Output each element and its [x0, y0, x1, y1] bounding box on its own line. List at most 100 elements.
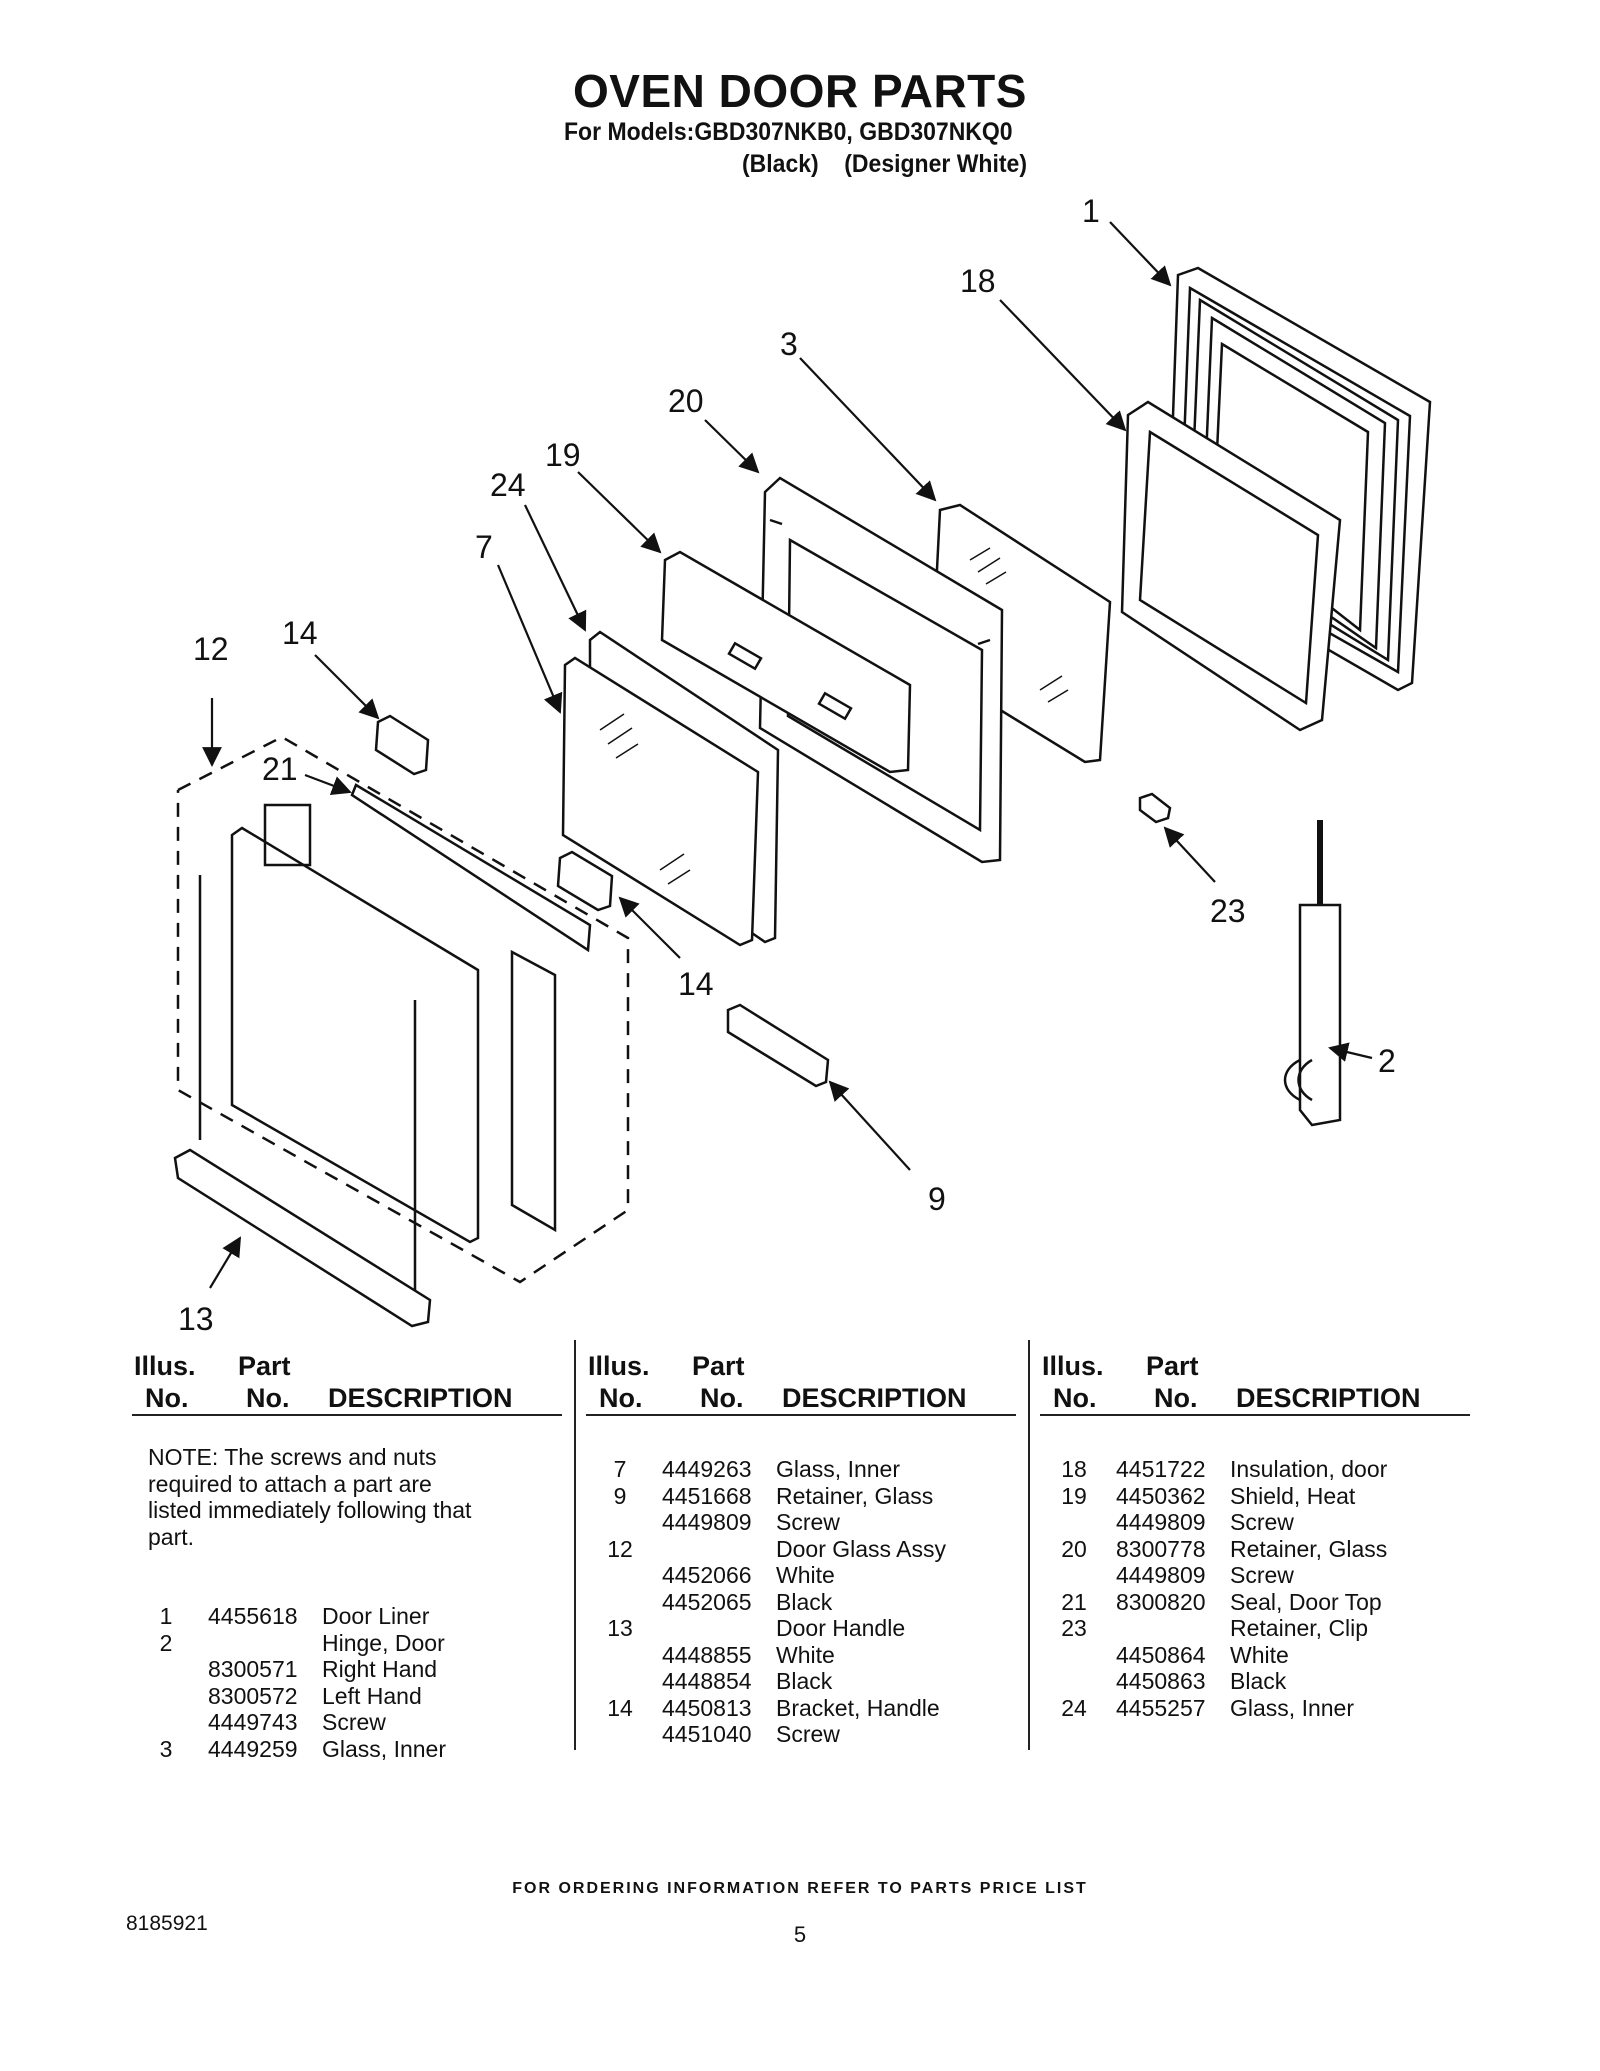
parts-row: 4449809 Screw	[1054, 1509, 1474, 1536]
part-description: Hinge, Door	[322, 1629, 445, 1656]
description-header: DESCRIPTION	[1236, 1383, 1421, 1413]
illus-number: 14	[607, 1694, 633, 1721]
part-number: 4451040	[662, 1721, 752, 1747]
part-header-line2: No.	[246, 1383, 290, 1413]
header-rule	[586, 1414, 1016, 1416]
illus-header-line1: Illus.	[588, 1351, 650, 1381]
models-line: For Models:GBD307NKB0, GBD307NKQ0	[564, 118, 1013, 146]
part-number: 4449743	[208, 1709, 298, 1735]
callout-18: 18	[960, 263, 996, 299]
parts-row: 4449809 Screw	[1054, 1562, 1474, 1589]
part-header-line1: Part	[1146, 1351, 1199, 1381]
retainer-clip-part	[1138, 792, 1172, 824]
illus-header-line1: Illus.	[1042, 1351, 1104, 1381]
glass-retainer-9-part	[726, 1003, 830, 1088]
part-description: Door Glass Assy	[776, 1535, 946, 1562]
part-description: Screw	[1230, 1562, 1294, 1588]
part-description: White	[776, 1562, 835, 1588]
illus-number: 20	[1061, 1535, 1087, 1562]
part-description: Glass, Inner	[1230, 1694, 1354, 1721]
illus-number: 23	[1061, 1615, 1087, 1641]
part-number: 8300571	[208, 1656, 298, 1682]
part-number: 4449263	[662, 1456, 752, 1482]
part-description: Screw	[776, 1509, 840, 1535]
part-description: Retainer, Glass	[776, 1482, 934, 1509]
callout-24: 24	[490, 467, 526, 503]
glass-inner-7-part	[561, 656, 760, 947]
part-number: 4450864	[1116, 1641, 1206, 1668]
illus-header-line1: Illus.	[134, 1351, 196, 1381]
column-divider	[574, 1340, 576, 1750]
illus-header-line2: No.	[1053, 1383, 1097, 1413]
part-description: Glass, Inner	[322, 1735, 446, 1762]
part-number: 4448854	[662, 1668, 752, 1694]
part-header-line2: No.	[1154, 1383, 1198, 1413]
part-description: Black	[776, 1588, 833, 1615]
part-description: Door Handle	[776, 1615, 906, 1641]
parts-row: 24 4455257 Glass, Inner	[1054, 1695, 1474, 1722]
parts-row: 23 Retainer, Clip	[1054, 1615, 1474, 1642]
part-description: White	[1230, 1641, 1289, 1668]
part-description: Right Hand	[322, 1656, 438, 1682]
part-description: Screw	[322, 1709, 386, 1735]
part-number: 4452065	[662, 1588, 752, 1615]
part-number: 4449809	[1116, 1562, 1206, 1588]
heat-shield-part	[660, 550, 912, 774]
parts-row: 4450864 White	[1054, 1642, 1474, 1669]
part-description: Left Hand	[322, 1682, 422, 1709]
part-description: Seal, Door Top	[1230, 1588, 1382, 1615]
callout-7: 7	[475, 529, 493, 565]
illus-header-line2: No.	[599, 1383, 643, 1413]
illus-number: 7	[613, 1456, 627, 1482]
ordering-note: FOR ORDERING INFORMATION REFER TO PARTS …	[512, 1880, 1088, 1897]
part-number: 4455257	[1116, 1694, 1206, 1721]
exploded-parts-diagram: 1 18 3 20 19 24 7 12 14 21 14 23 2 9 13	[173, 193, 1432, 1337]
page-number: 5	[793, 1922, 807, 1947]
illus-number: 9	[613, 1482, 627, 1509]
part-number: 4450813	[662, 1694, 752, 1721]
screws-note: NOTE: The screws and nuts required to at…	[148, 1444, 472, 1550]
part-description: Retainer, Glass	[1230, 1535, 1388, 1562]
illus-number: 18	[1061, 1456, 1087, 1482]
callout-1: 1	[1082, 193, 1100, 229]
parts-row: 4449809 Screw	[600, 1509, 1020, 1536]
parts-row: 4449743 Screw	[146, 1709, 566, 1736]
illus-number: 24	[1061, 1694, 1087, 1721]
part-description: Insulation, door	[1230, 1456, 1388, 1482]
part-number: 8300572	[208, 1682, 298, 1709]
door-panel-part	[230, 826, 480, 1244]
door-top-seal-part	[350, 783, 592, 953]
callout-3: 3	[780, 326, 798, 362]
part-description: Retainer, Clip	[1230, 1615, 1369, 1641]
header-rule	[132, 1414, 562, 1416]
illus-number: 2	[159, 1629, 173, 1656]
handle-bracket-upper-part	[374, 714, 430, 776]
parts-row: 2 Hinge, Door	[146, 1630, 566, 1657]
part-description: Screw	[776, 1721, 840, 1747]
part-number: 8300820	[1116, 1588, 1206, 1615]
door-hinge-part	[1283, 820, 1342, 1127]
part-description: Screw	[1230, 1509, 1294, 1535]
part-number: 4449259	[208, 1735, 298, 1762]
part-number: 4455618	[208, 1603, 298, 1629]
column-divider	[1028, 1340, 1030, 1750]
callout-20: 20	[668, 383, 704, 419]
callout-12: 12	[193, 631, 229, 667]
parts-row: 4452065 Black	[600, 1589, 1020, 1616]
part-number: 4449809	[1116, 1509, 1206, 1535]
part-description: White	[776, 1641, 835, 1668]
part-number: 4449809	[662, 1509, 752, 1535]
illus-number: 13	[607, 1615, 633, 1641]
